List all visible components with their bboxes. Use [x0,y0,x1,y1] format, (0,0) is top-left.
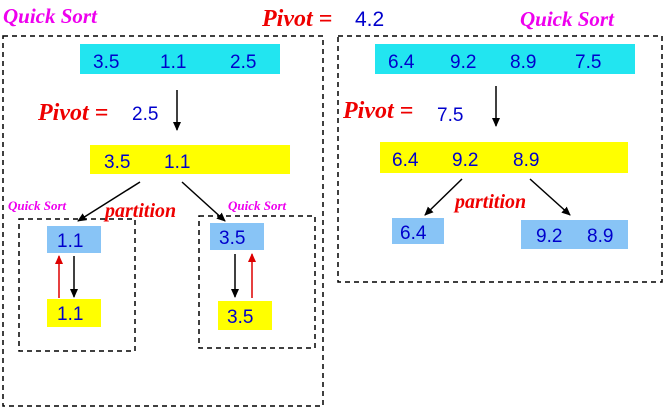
left-input-array [80,44,280,74]
right-partition-value-2: 9.2 [452,150,478,171]
right-result-left-box [392,218,444,244]
left-input-value-3: 2.5 [230,52,256,73]
left-sub-right-bottom-box [218,301,272,330]
left-sub-left-top-value: 1.1 [57,231,83,252]
right-input-value-2: 9.2 [450,52,476,73]
right-partition-array [380,142,628,173]
right-panel-border [337,35,663,283]
left-sub-left-bottom-value: 1.1 [57,304,83,325]
right-result-left-value: 6.4 [400,223,427,244]
left-panel: Quick Sort 3.5 1.1 2.5 Pivot = 2.5 3.5 1… [2,4,324,407]
left-panel-title: Quick Sort [3,4,98,28]
right-partition-value-3: 8.9 [513,150,539,171]
right-arrow-split-right [529,178,571,216]
right-input-value-3: 8.9 [510,52,536,73]
left-sub-right-top-value: 3.5 [219,228,245,249]
left-input-value-2: 1.1 [160,52,186,73]
left-sub-right-bottom-value: 3.5 [227,307,253,328]
right-result-right-value-1: 9.2 [536,226,562,247]
left-sub-left-bottom-box [47,299,101,327]
right-panel-title: Quick Sort [520,7,615,31]
left-partition-label: partition [103,200,176,222]
right-panel: Quick Sort 6.4 9.2 8.9 7.5 Pivot = 7.5 6… [337,7,663,283]
left-input-value-1: 3.5 [93,52,119,73]
left-sub-right-border [198,215,316,349]
left-sub-left-border [18,218,136,352]
left-sub-left-title: Quick Sort [8,198,67,213]
left-partition-array [90,145,290,174]
left-partition-value-1: 3.5 [104,152,130,173]
right-pivot-value: 7.5 [437,105,463,126]
header-pivot-value: 4.2 [355,8,384,31]
left-pivot-label: Pivot = [37,100,108,126]
right-input-array [375,44,635,74]
right-partition-label: partition [453,191,526,213]
left-panel-border [2,35,324,407]
left-pivot-value: 2.5 [132,104,158,125]
left-arrow-split-left [77,181,141,222]
left-sub-right-title: Quick Sort [228,198,287,213]
left-arrow-split-right [181,181,226,222]
left-partition-value-2: 1.1 [164,152,190,173]
right-arrow-split-left [424,178,463,216]
right-result-right-box [521,220,628,249]
right-partition-value-1: 6.4 [392,150,419,171]
left-sub-right-top-box [210,223,264,250]
right-input-value-4: 7.5 [575,52,601,73]
header-pivot-label: Pivot = [261,6,332,32]
right-pivot-label: Pivot = [342,98,413,124]
left-sub-left-top-box [47,226,101,253]
right-input-value-1: 6.4 [388,52,415,73]
right-result-right-value-2: 8.9 [587,226,613,247]
